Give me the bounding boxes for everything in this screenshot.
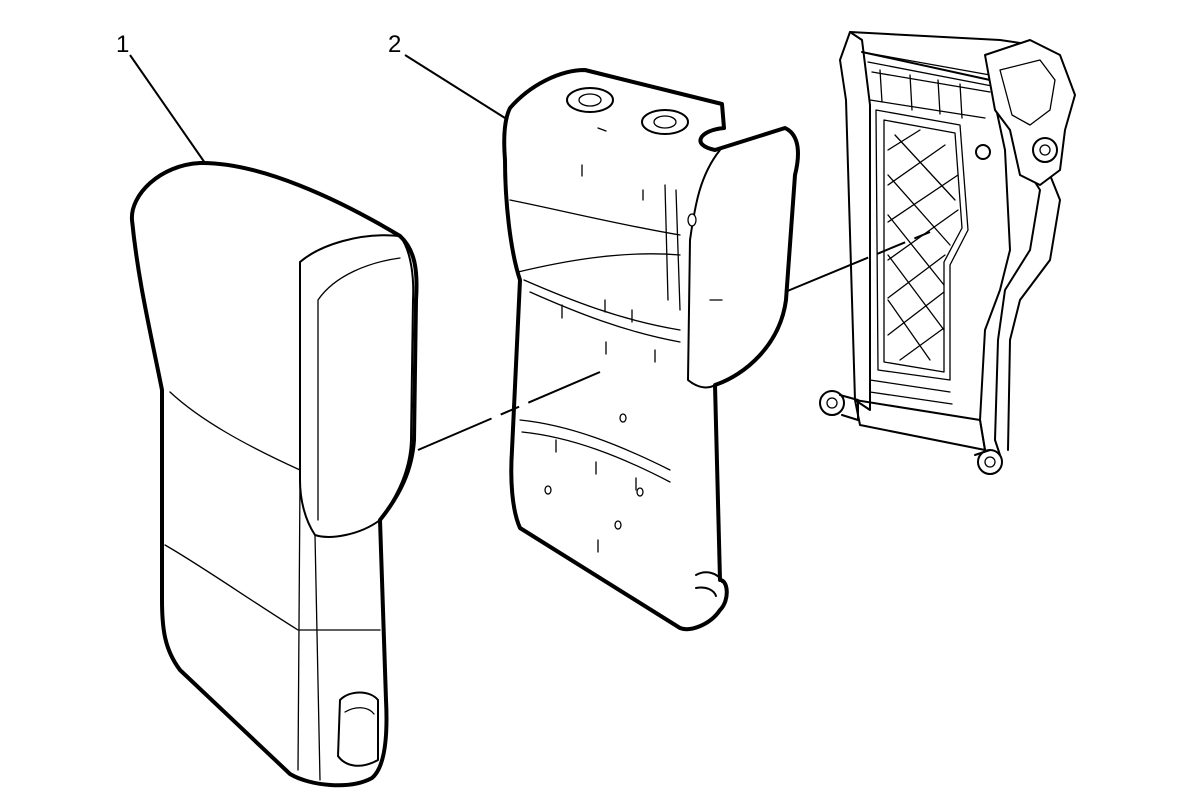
pad-small-holes (544, 213, 697, 530)
frame-upper-bolt (975, 144, 991, 160)
alignment-line-cover-to-pad (417, 371, 601, 451)
pad-outline (502, 68, 800, 631)
frame-left-pivot-bolt (819, 390, 845, 416)
frame-latch-mechanism (984, 39, 1076, 186)
cover-outline (129, 160, 419, 788)
cover-seam-middle (164, 544, 299, 631)
leader-callout-1 (129, 54, 206, 164)
alignment-lines (129, 54, 931, 451)
seat-back-cover (129, 160, 419, 788)
callout-label-2: 2 (388, 31, 401, 58)
pad-channel-lower (519, 419, 671, 483)
pad-channel-upper (523, 279, 681, 343)
pad-top-face (509, 199, 681, 236)
seat-back-foam-pad (502, 68, 800, 631)
pad-slot-marks (555, 127, 723, 553)
cover-bottom-pocket (337, 691, 379, 767)
frame-inner-panel (875, 109, 969, 381)
cover-side-seam (317, 257, 401, 521)
pad-lower-notch (695, 571, 723, 597)
leader-callout-2 (404, 54, 506, 119)
pad-side-wing (687, 149, 721, 389)
frame-right-rail (979, 79, 1011, 451)
callout-label-1: 1 (116, 31, 129, 58)
seat-back-frame (819, 31, 1076, 475)
cover-seam-upper (169, 391, 301, 471)
cover-side-panel (299, 234, 415, 538)
frame-bottom-bar (854, 399, 986, 451)
frame-latch-pivot (1032, 137, 1058, 163)
alignment-line-pad-to-frame (784, 231, 931, 293)
cover-lower-panel (297, 479, 381, 781)
frame-left-rail (839, 31, 871, 411)
